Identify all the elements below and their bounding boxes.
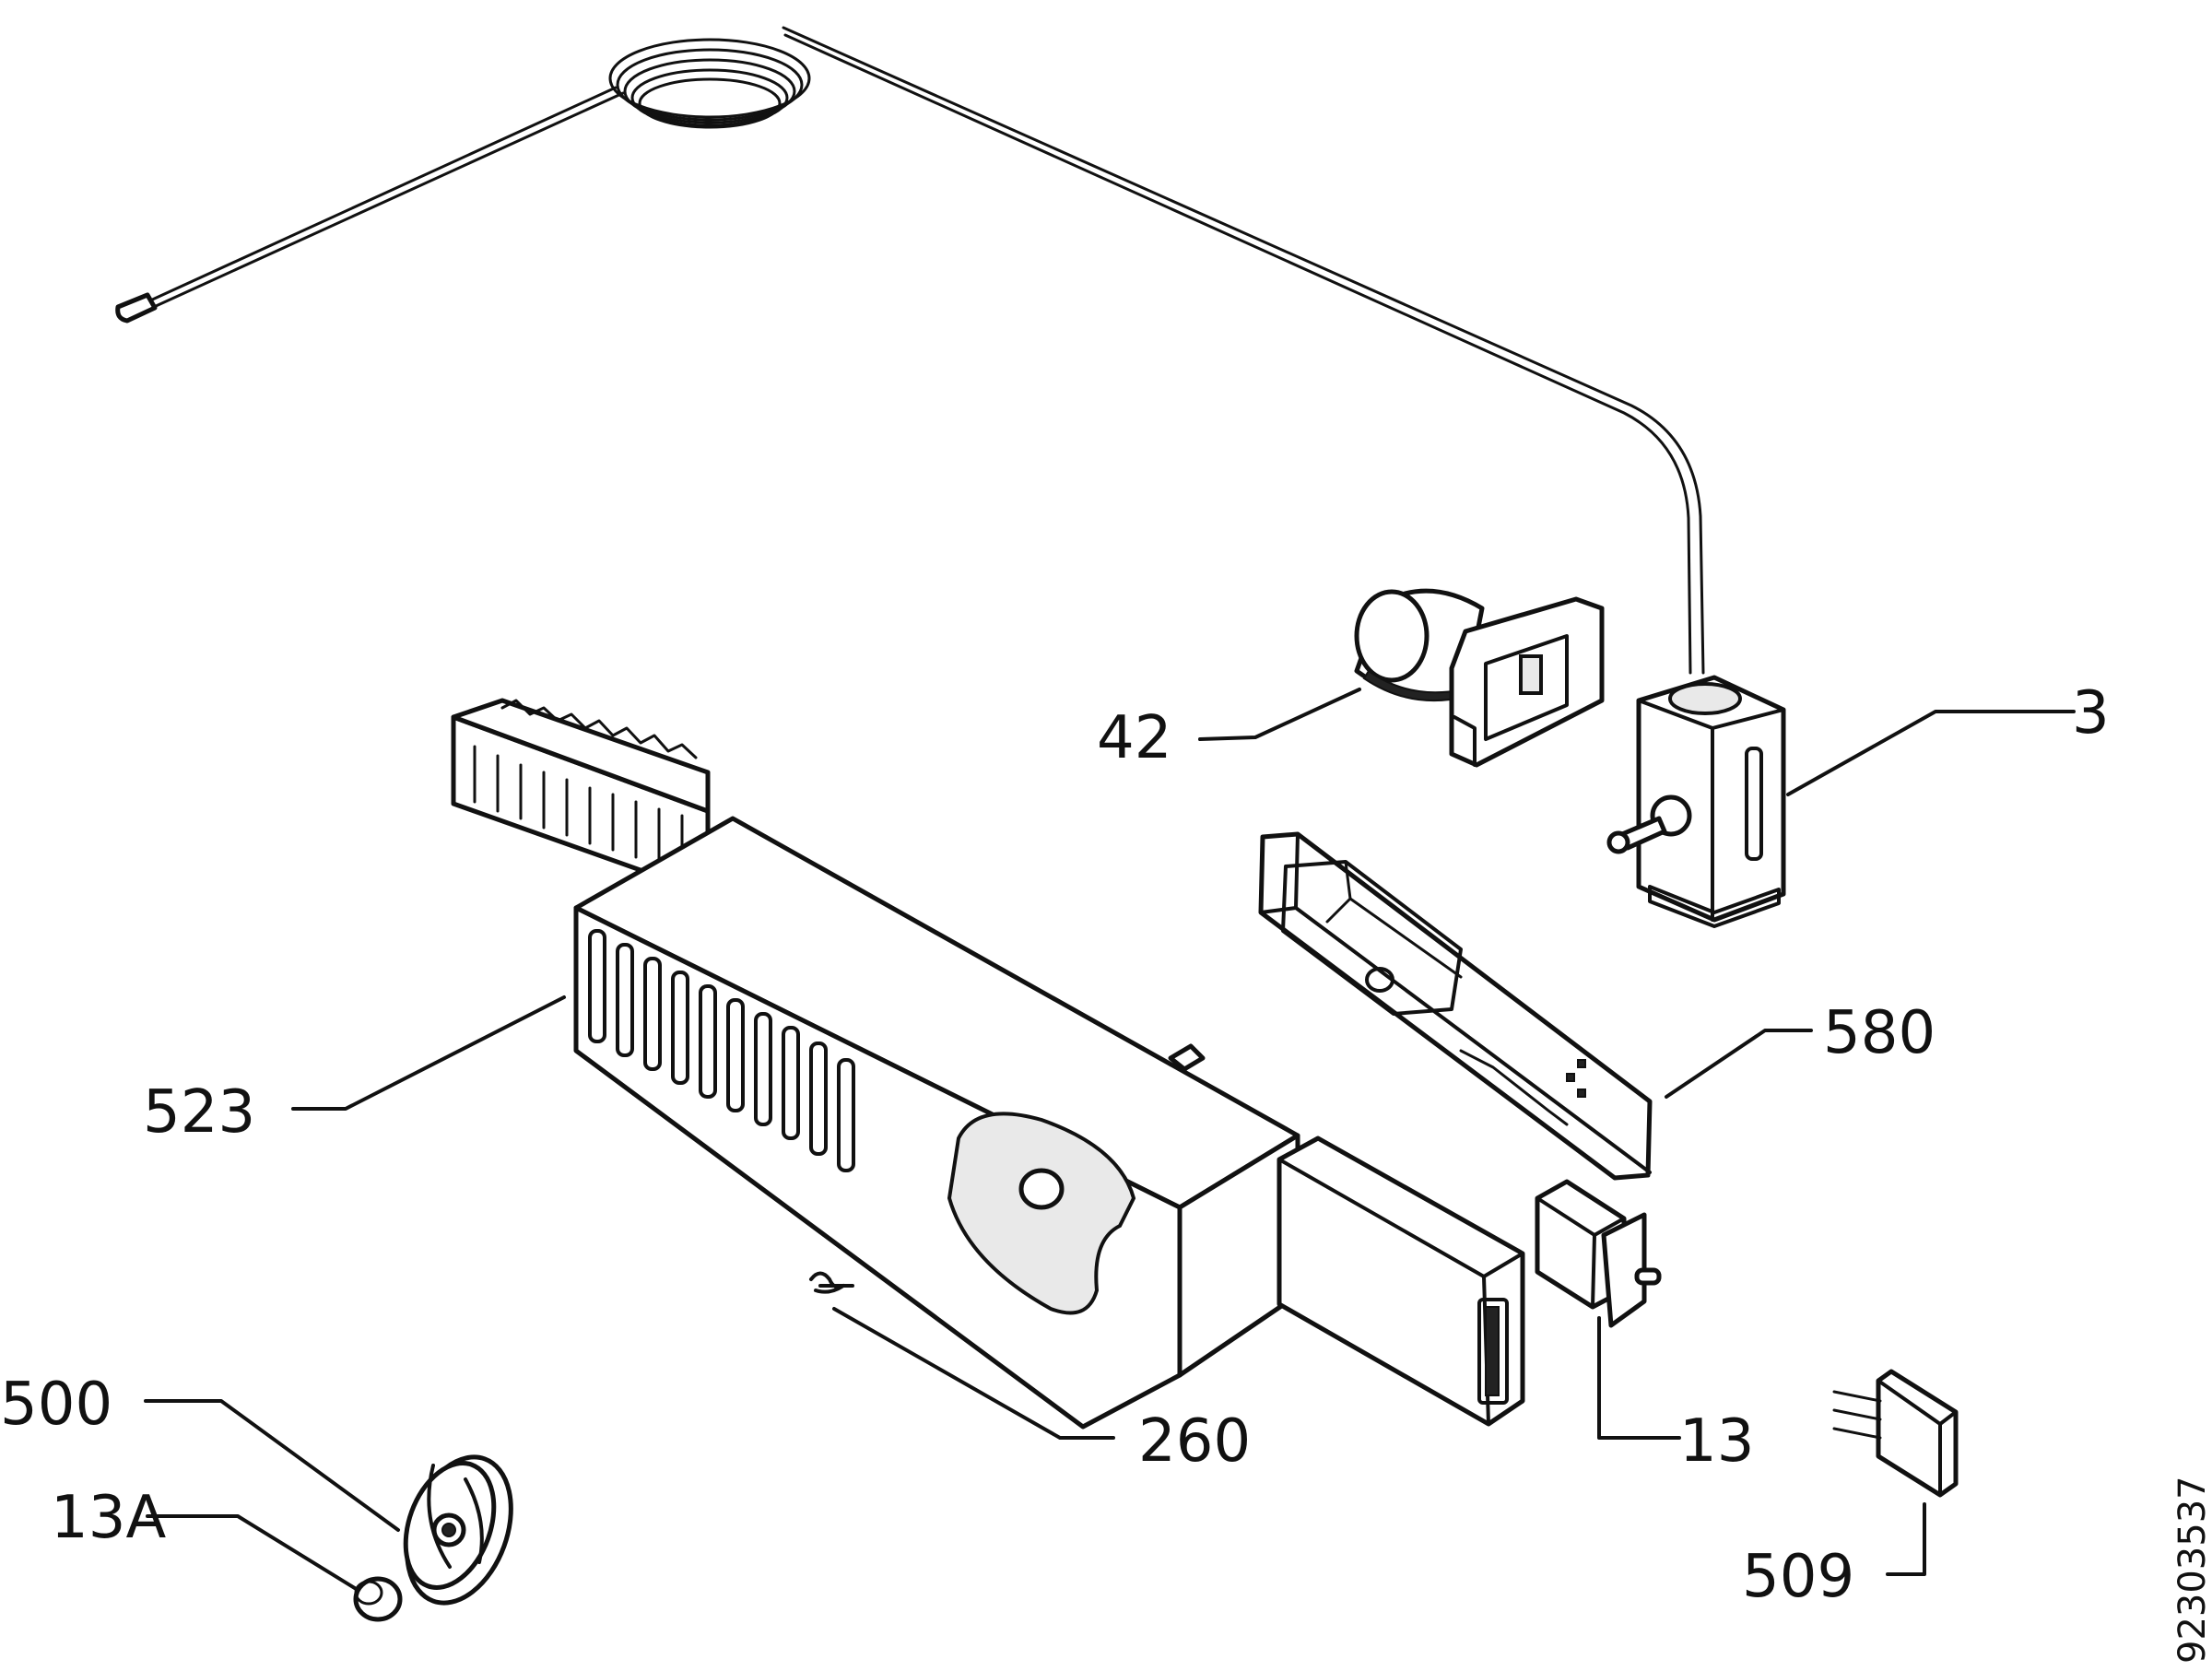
leader-lines xyxy=(144,688,2076,1592)
leader-13 xyxy=(1597,1316,1681,1440)
drawing-code: 92303537 xyxy=(2171,1476,2212,1664)
capillary-tube xyxy=(115,26,1705,675)
leader-260 xyxy=(832,1307,1115,1440)
label-523: 523 xyxy=(143,1078,255,1147)
label-42: 42 xyxy=(1097,704,1171,772)
panel-plate-part-580 xyxy=(1258,831,1653,1181)
label-3: 3 xyxy=(2072,679,2110,747)
label-13: 13 xyxy=(1679,1407,1754,1476)
leader-500 xyxy=(144,1399,400,1532)
label-13a: 13A xyxy=(51,1484,166,1552)
leader-523 xyxy=(291,995,566,1111)
lamp-holder-part-42 xyxy=(1354,588,1605,768)
label-260: 260 xyxy=(1138,1407,1251,1476)
switch-part-13 xyxy=(1535,1179,1662,1328)
label-580: 580 xyxy=(1823,999,1936,1067)
clip-part-260 xyxy=(809,1271,854,1294)
leader-509 xyxy=(1886,1502,1926,1576)
thermostat-part-3 xyxy=(1606,675,1786,928)
label-509: 509 xyxy=(1742,1543,1854,1611)
housing-part-523 xyxy=(451,698,1300,1430)
leader-3 xyxy=(1786,710,2076,796)
label-500: 500 xyxy=(0,1371,112,1439)
knob-part-500 xyxy=(403,1454,513,1606)
connector-part-509 xyxy=(1832,1369,1959,1498)
cover-block xyxy=(1277,1136,1525,1427)
leader-580 xyxy=(1665,1029,1813,1099)
leader-42 xyxy=(1198,688,1361,741)
cap-part-13a xyxy=(353,1576,403,1622)
leader-13a xyxy=(146,1514,359,1592)
